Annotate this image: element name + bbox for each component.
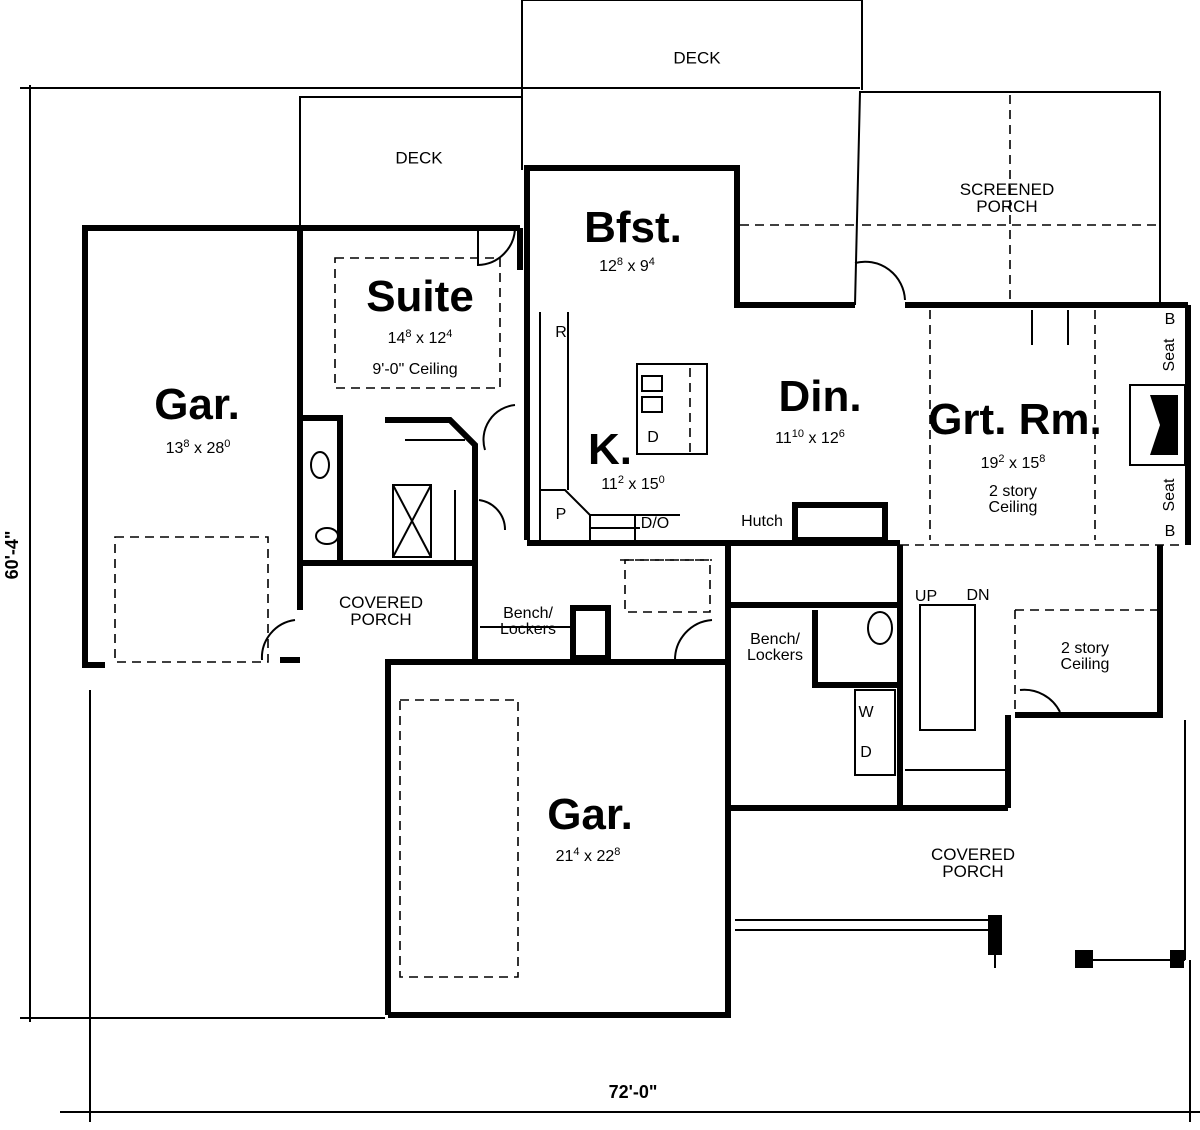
foyer-ceiling-line2: Ceiling (1060, 656, 1110, 673)
seat-top-label: Seat (1161, 338, 1178, 372)
hutch-label: Hutch (741, 513, 783, 530)
left-garage-label: Gar. (154, 380, 240, 429)
dimension-lines (20, 85, 1200, 1122)
suite-label: Suite (366, 272, 474, 321)
bench-lockers-1-line1: Bench/ (503, 605, 553, 622)
foyer-ceiling-line1: 2 story (1060, 640, 1110, 657)
bench-lockers-2-line2: Lockers (746, 647, 804, 664)
bfst-label: Bfst. (584, 203, 682, 252)
bookcase-top-label: B (1164, 311, 1176, 328)
front-covered-porch (735, 720, 1186, 968)
stairs-up-label: UP (914, 588, 938, 605)
left-garage-dimensions: 138 x 280 (165, 437, 231, 458)
great-room-dimensions: 192 x 158 (980, 452, 1046, 473)
deck-lower-label: DECK (395, 148, 443, 168)
stairs-down-label: DN (966, 587, 990, 604)
bench-lockers-2-line1: Bench/ (750, 631, 800, 648)
screened-porch-line2: PORCH (976, 197, 1038, 216)
great-room-ceiling-line1: 2 story (988, 483, 1038, 500)
main-garage-dimensions: 214 x 228 (555, 845, 621, 866)
kitchen-dimensions: 112 x 150 (601, 473, 665, 494)
suite-dimensions: 148 x 124 (387, 327, 453, 348)
dishwasher-label: D (647, 429, 659, 446)
service-area-walls (472, 545, 1163, 811)
kitchen-label: K. (588, 425, 632, 474)
main-garage-label: Gar. (547, 790, 633, 839)
seat-bottom-label: Seat (1161, 478, 1178, 512)
decks (299, 0, 863, 225)
great-room-ceiling-line2: Ceiling (988, 499, 1038, 516)
bench-lockers-1-line2: Lockers (499, 621, 557, 638)
double-oven-label: D/O (640, 515, 670, 532)
dining-dimensions: 1110 x 126 (775, 427, 845, 448)
side-porch-line1: COVERED (338, 593, 424, 612)
side-porch-line2: PORCH (350, 610, 412, 629)
front-porch-line1: COVERED (930, 845, 1016, 864)
suite-ceiling: 9'-0" Ceiling (372, 361, 458, 378)
deck-upper-label: DECK (673, 48, 721, 68)
bench-lockers-1-label: Bench/Lockers (500, 606, 556, 638)
front-porch-line2: PORCH (942, 862, 1004, 881)
depth-dimension: 60'-4" (2, 530, 22, 580)
left-garage-walls (82, 225, 303, 668)
main-garage-walls (385, 619, 731, 1018)
screened-porch (740, 91, 1161, 306)
refrigerator-label: R (555, 324, 567, 341)
washer-label: W (858, 704, 874, 721)
suite-walls (300, 225, 523, 566)
main-living-walls (524, 165, 1191, 546)
bfst-dimensions: 128 x 94 (599, 255, 655, 276)
bench-lockers-2-label: Bench/Lockers (747, 632, 803, 664)
pantry-label: P (555, 506, 567, 523)
dining-label: Din. (778, 372, 862, 421)
bookcase-bottom-label: B (1164, 523, 1176, 540)
screened-porch-line1: SCREENED (959, 180, 1055, 199)
width-dimension: 72'-0" (608, 1082, 658, 1102)
dryer-label: D (860, 744, 872, 761)
great-room-label: Grt. Rm. (928, 395, 1102, 444)
